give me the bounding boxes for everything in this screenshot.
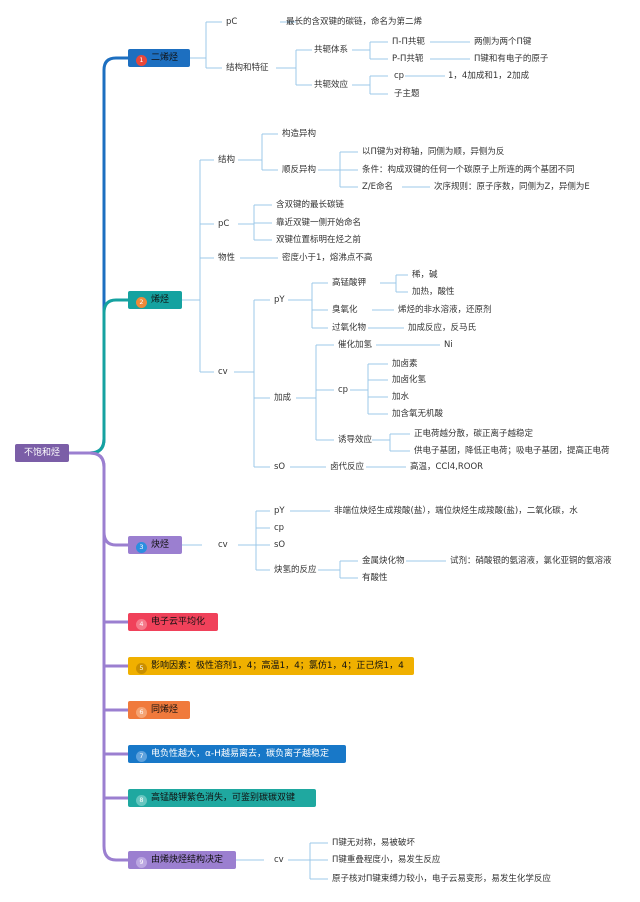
b2-add4[interactable]: 加含氧无机酸 bbox=[392, 409, 444, 419]
b9-t2[interactable]: Π键重叠程度小，易发生反应 bbox=[332, 855, 441, 865]
b2-cp[interactable]: cp bbox=[338, 385, 349, 395]
b2-perox[interactable]: 过氧化物 bbox=[332, 323, 367, 333]
branch-factors-label: 影响因素：极性溶剂1，4；高温1，4；氯仿1，4；正己烷1，4 bbox=[151, 661, 404, 671]
b1-struct[interactable]: 结构和特征 bbox=[226, 63, 269, 73]
b1-cp-text[interactable]: 1，4加成和1，2加成 bbox=[448, 71, 530, 81]
branch-homolog-label: 同烯烃 bbox=[151, 705, 179, 715]
branch-alkynes-label: 炔烃 bbox=[151, 540, 170, 550]
b2-struct[interactable]: 结构 bbox=[218, 155, 236, 165]
b2-phys-text[interactable]: 密度小于1，熔沸点不高 bbox=[282, 253, 373, 263]
b2-ze[interactable]: Z/E命名 bbox=[362, 182, 394, 192]
b2-ozone-text[interactable]: 烯烃的非水溶液，还原剂 bbox=[398, 305, 492, 315]
b2-add1[interactable]: 加卤素 bbox=[392, 359, 418, 369]
b2-ni[interactable]: Ni bbox=[444, 340, 453, 350]
b1-subtopic[interactable]: 子主题 bbox=[394, 89, 420, 99]
b1-pipi-text[interactable]: 两侧为两个Π键 bbox=[474, 37, 532, 47]
b1-pc-text[interactable]: 最长的含双键的碳链，命名为第二烯 bbox=[286, 17, 423, 27]
branch-dienes[interactable]: 1 二烯烃 bbox=[128, 49, 190, 67]
b2-ct2[interactable]: 条件：构成双键的任何一个碳原子上所连的两个基团不同 bbox=[362, 165, 575, 175]
root-node[interactable]: 不饱和烃 bbox=[15, 444, 69, 462]
circle-icon: 8 bbox=[136, 795, 147, 806]
branch-factors[interactable]: 5 影响因素：极性溶剂1，4；高温1，4；氯仿1，4；正己烷1，4 bbox=[128, 657, 414, 675]
b1-pipi[interactable]: Π-Π共轭 bbox=[392, 37, 425, 47]
trunk-line-1 bbox=[69, 56, 128, 455]
b9-t3[interactable]: 原子核对Π键束缚力较小，电子云易变形，易发生化学反应 bbox=[332, 874, 551, 884]
b3-py[interactable]: pY bbox=[274, 506, 285, 516]
b2-connectors bbox=[182, 133, 440, 468]
b2-cat[interactable]: 催化加氢 bbox=[338, 340, 373, 350]
branch-homolog[interactable]: 6 同烯烃 bbox=[128, 701, 190, 719]
b2-pc1[interactable]: 含双键的最长碳链 bbox=[276, 200, 345, 210]
b3-so[interactable]: sO bbox=[274, 540, 286, 550]
b2-pc2[interactable]: 靠近双键一侧开始命名 bbox=[276, 218, 362, 228]
b2-cistrans[interactable]: 顺反异构 bbox=[282, 165, 317, 175]
trunk-line-3 bbox=[69, 451, 128, 547]
b2-subst-text[interactable]: 高温，CCl4,ROOR bbox=[410, 462, 484, 472]
b2-add2[interactable]: 加卤化氢 bbox=[392, 375, 427, 385]
branch-alkynes[interactable]: 3 炔烃 bbox=[128, 536, 182, 554]
orange-circle-icon: 2 bbox=[136, 297, 147, 308]
b2-pc3[interactable]: 双键位置标明在烃之前 bbox=[276, 235, 362, 245]
b1-conj[interactable]: 共轭体系 bbox=[314, 45, 349, 55]
branch-alkenes-label: 烯烃 bbox=[151, 295, 170, 305]
b2-ozone[interactable]: 臭氧化 bbox=[332, 305, 358, 315]
b3-cv[interactable]: cv bbox=[218, 540, 228, 550]
trunk-line-2 bbox=[69, 298, 128, 455]
branch-alkenes[interactable]: 2 烯烃 bbox=[128, 291, 182, 309]
branch-dienes-label: 二烯烃 bbox=[151, 53, 179, 63]
branch-electron-cloud[interactable]: 4 电子云平均化 bbox=[128, 613, 218, 631]
b9-cv[interactable]: cv bbox=[274, 855, 284, 865]
b1-cp[interactable]: cp bbox=[394, 71, 405, 81]
b3-cp[interactable]: cp bbox=[274, 523, 285, 533]
branch-electronegativity-label: 电负性越大，α-H越易离去，碳负离子越稳定 bbox=[151, 749, 329, 759]
branch-electronegativity[interactable]: 7 电负性越大，α-H越易离去，碳负离子越稳定 bbox=[128, 745, 346, 763]
b1-pc[interactable]: pC bbox=[226, 17, 238, 27]
b2-perox-text[interactable]: 加成反应，反马氏 bbox=[408, 323, 477, 333]
circle-icon: 6 bbox=[136, 707, 147, 718]
b1-connectors bbox=[190, 21, 470, 95]
b2-addition[interactable]: 加成 bbox=[274, 393, 292, 403]
b2-cv[interactable]: cv bbox=[218, 367, 228, 377]
circle-icon: 5 bbox=[136, 663, 147, 674]
b1-ppi-text[interactable]: Π键和有电子的原子 bbox=[474, 54, 549, 64]
branch-electron-cloud-label: 电子云平均化 bbox=[151, 617, 206, 627]
b1-ppi[interactable]: P-Π共轭 bbox=[392, 54, 424, 64]
branch-structure[interactable]: 9 由烯炔烃结构决定 bbox=[128, 851, 236, 869]
b2-phys[interactable]: 物性 bbox=[218, 253, 236, 263]
b2-py[interactable]: pY bbox=[274, 295, 285, 305]
b2-ct1[interactable]: 以Π键为对称轴，同侧为顺，异侧为反 bbox=[362, 147, 505, 157]
b9-connectors bbox=[236, 842, 328, 880]
red-circle-icon: 1 bbox=[136, 55, 147, 66]
b3-connectors bbox=[182, 510, 446, 579]
circle-icon: 9 bbox=[136, 857, 147, 868]
b3-metal-text[interactable]: 试剂：硝酸银的氨溶液，氯化亚铜的氨溶液 bbox=[450, 556, 612, 566]
b2-ind2[interactable]: 供电子基团，降低正电荷；吸电子基团，提高正电荷 bbox=[414, 446, 610, 456]
b2-ind1[interactable]: 正电荷越分散，碳正离子越稳定 bbox=[414, 429, 534, 439]
b2-add3[interactable]: 加水 bbox=[392, 392, 410, 402]
b3-py-text[interactable]: 非端位炔烃生成羧酸(盐），端位炔烃生成羧酸(盐)，二氧化碳，水 bbox=[334, 506, 578, 516]
branch-kmno4-label: 高锰酸钾紫色消失，可鉴别碳碳双键 bbox=[151, 793, 296, 803]
b3-acid[interactable]: 有酸性 bbox=[362, 573, 388, 583]
trunk-line-rest bbox=[69, 451, 128, 862]
b1-effect[interactable]: 共轭效应 bbox=[314, 80, 349, 90]
b2-kmno4-a[interactable]: 稀，碱 bbox=[412, 270, 438, 280]
branch-kmno4[interactable]: 8 高锰酸钾紫色消失，可鉴别碳碳双键 bbox=[128, 789, 316, 807]
b2-kmno4[interactable]: 高锰酸钾 bbox=[332, 278, 367, 288]
b2-isomer[interactable]: 构造异构 bbox=[282, 129, 317, 139]
circle-icon: 4 bbox=[136, 619, 147, 630]
b2-pc[interactable]: pC bbox=[218, 219, 230, 229]
blue-circle-icon: 3 bbox=[136, 542, 147, 553]
b2-ze-text[interactable]: 次序规则：原子序数，同侧为Z，异侧为E bbox=[434, 182, 590, 192]
b2-kmno4-b[interactable]: 加热，酸性 bbox=[412, 287, 455, 297]
b3-hyd[interactable]: 炔氢的反应 bbox=[274, 565, 317, 575]
b2-induct[interactable]: 诱导效应 bbox=[338, 435, 373, 445]
b2-so[interactable]: sO bbox=[274, 462, 286, 472]
branch-structure-label: 由烯炔烃结构决定 bbox=[151, 855, 224, 865]
b2-subst[interactable]: 卤代反应 bbox=[330, 462, 365, 472]
circle-icon: 7 bbox=[136, 751, 147, 762]
trunk-ticks bbox=[104, 620, 128, 800]
b3-metal[interactable]: 金属炔化物 bbox=[362, 556, 405, 566]
b9-t1[interactable]: Π键无对称，易被破坏 bbox=[332, 838, 415, 848]
